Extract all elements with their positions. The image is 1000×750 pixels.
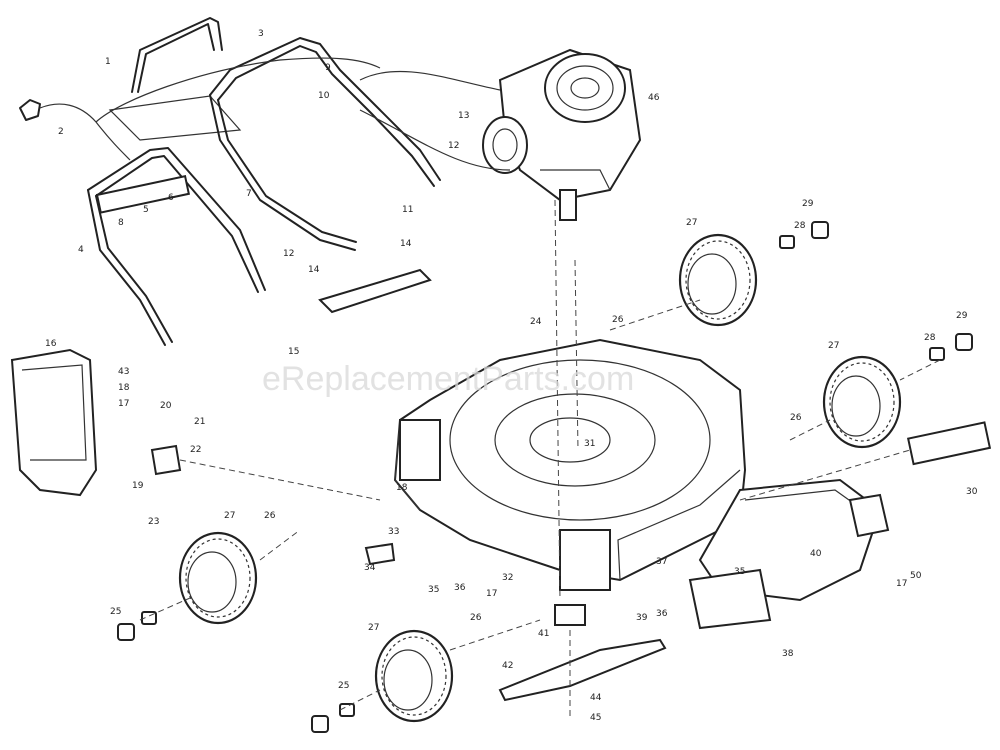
callout-36b: 36 (454, 583, 466, 593)
callout-6: 6 (168, 193, 174, 203)
callout-27: 27 (686, 218, 697, 228)
assembly-lines (139, 70, 941, 720)
callout-7: 7 (246, 189, 252, 199)
callout-4: 4 (78, 245, 84, 255)
callout-1: 1 (105, 57, 111, 67)
callout-19: 19 (132, 481, 144, 491)
lower-handle (87, 147, 266, 346)
callout-22: 22 (190, 445, 201, 455)
label-plate (906, 421, 992, 466)
callout-28b: 28 (924, 333, 936, 343)
callout-27b: 27 (828, 341, 839, 351)
callout-45: 45 (590, 713, 601, 723)
callout-41: 41 (538, 629, 549, 639)
callout-20: 20 (160, 401, 172, 411)
wheel-rear-right (822, 355, 902, 449)
callout-26c: 26 (264, 511, 276, 521)
callout-30: 30 (966, 487, 978, 497)
callout-17: 17 (118, 399, 129, 409)
callout-24: 24 (530, 317, 542, 327)
callout-5: 5 (143, 205, 149, 215)
callout-16: 16 (45, 339, 57, 349)
main-handle (209, 37, 441, 251)
callout-26b: 26 (790, 413, 802, 423)
callout-36: 36 (656, 609, 668, 619)
callout-9: 9 (325, 63, 331, 73)
callout-39: 39 (636, 613, 648, 623)
wheel-rear-left (374, 629, 454, 723)
callout-2: 2 (58, 127, 64, 137)
callout-23: 23 (148, 517, 159, 527)
callout-13: 13 (458, 111, 469, 121)
callout-18b: 18 (396, 483, 408, 493)
callout-25b: 25 (338, 681, 349, 691)
callout-21: 21 (194, 417, 205, 427)
callout-26: 26 (612, 315, 624, 325)
callout-35: 35 (428, 585, 439, 595)
callout-31: 31 (584, 439, 595, 449)
callout-17c: 17 (896, 579, 907, 589)
callout-50: 50 (910, 571, 922, 581)
upper-handle-bar (108, 17, 242, 141)
mower-deck (393, 338, 747, 591)
callout-14b: 14 (308, 265, 320, 275)
height-adjuster-brackets (150, 268, 890, 566)
watermark: eReplacementParts.com (262, 360, 634, 398)
callout-32: 32 (502, 573, 513, 583)
rear-flap (10, 348, 98, 497)
control-cable (19, 57, 381, 161)
callout-44: 44 (590, 693, 602, 703)
discharge-chute (698, 478, 882, 602)
callout-34: 34 (364, 563, 376, 573)
callout-18: 18 (118, 383, 130, 393)
callout-8: 8 (118, 218, 124, 228)
callout-33: 33 (388, 527, 399, 537)
callout-40: 40 (810, 549, 822, 559)
callout-26d: 26 (470, 613, 482, 623)
callout-42: 42 (502, 661, 513, 671)
callout-37: 37 (656, 557, 667, 567)
callout-25: 25 (110, 607, 121, 617)
callout-12: 12 (448, 141, 459, 151)
blade-assembly (498, 604, 667, 702)
callout-35b: 35 (734, 567, 745, 577)
callout-29: 29 (802, 199, 814, 209)
callout-10: 10 (318, 91, 330, 101)
deflector-bracket (688, 568, 772, 630)
callout-27d: 27 (368, 623, 379, 633)
wheel-front-left (178, 531, 258, 625)
callout-3: 3 (258, 29, 264, 39)
callout-labels: 1 2 3 4 5 6 7 8 9 10 11 12 12 13 14 14 1… (45, 29, 978, 723)
callout-11: 11 (402, 205, 413, 215)
callout-28: 28 (794, 221, 806, 231)
callout-46: 46 (648, 93, 660, 103)
callout-14: 14 (400, 239, 412, 249)
callout-29b: 29 (956, 311, 968, 321)
engine (482, 48, 642, 221)
callout-38: 38 (782, 649, 794, 659)
wheel-front-right (678, 233, 758, 327)
callout-43: 43 (118, 367, 129, 377)
callout-17b: 17 (486, 589, 497, 599)
callout-27c: 27 (224, 511, 235, 521)
callout-12b: 12 (283, 249, 294, 259)
callout-15: 15 (288, 347, 299, 357)
